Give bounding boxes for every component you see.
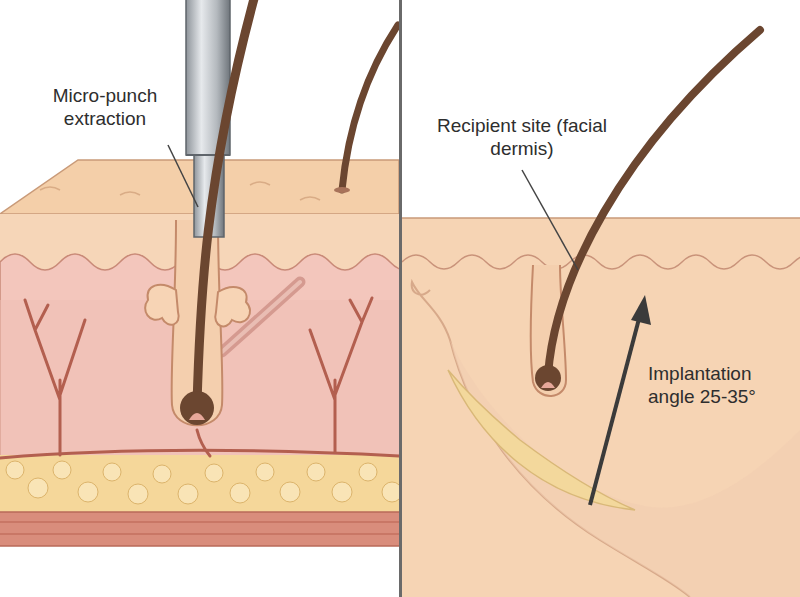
skin-block [0,0,399,546]
callout-label: Implantation angle 25-35° [648,362,788,408]
leader-line [168,145,198,207]
panel-divider [399,0,402,597]
recipient-skin [402,30,800,597]
callout-label: Recipient site (facial dermis) [432,114,612,160]
callout-label: Micro-punch extraction [30,84,180,130]
leader-line [522,170,578,270]
